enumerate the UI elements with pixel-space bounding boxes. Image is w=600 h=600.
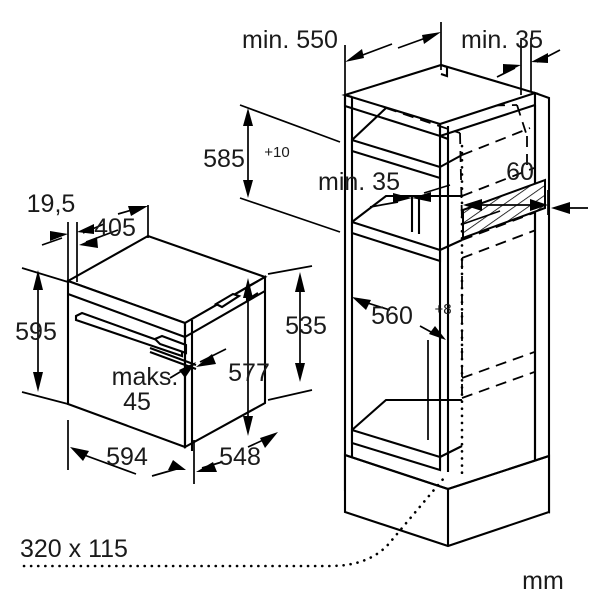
dim-oven-depth-548: 548 [193,432,278,484]
dim-cabinet-sidegap-min35: min. 35 [461,26,561,95]
dim-vent-depth-60: 60 [463,158,588,215]
dim-cabinet-reargap-min35: min. 35 [318,168,451,208]
cabinet-top-left-notch [440,64,449,78]
label-577: 577 [228,359,270,387]
cabinet-right-side-panel [533,91,551,514]
dim-oven-front-offset-195: 19,5 [27,190,105,282]
oven-assembly [65,234,268,451]
label-585-tolerance: +10 [264,144,289,161]
label-560-tolerance: +8 [434,301,451,318]
label-560: 560 [371,302,413,330]
dim-cabinet-niche-width-560: 560 +8 [352,297,452,440]
label-min-35-rear: min. 35 [318,168,400,196]
cabinet-bottom-shelf-front-edge [350,428,442,472]
ventilation-callout: 320 x 115 [20,476,446,568]
cabinet-bottom-shelf-right-diag [439,445,463,458]
cabinet-assembly [341,63,551,548]
cabinet-front-corner-cap [439,135,449,140]
oven-control-panel-lower-edge [67,293,186,338]
cabinet-hidden-edges [385,104,541,400]
label-vent-opening-size: 320 x 115 [20,535,128,563]
label-45: 45 [123,388,151,416]
dim-cabinet-niche-height-585: 585 +10 [203,104,341,233]
dim-cabinet-depth-min550: min. 550 [242,22,442,98]
dim-oven-body-height-577: 577 [228,278,270,436]
cabinet-upper-shelf-left-diag [351,107,387,141]
label-405: 405 [94,214,136,242]
dim-oven-niche-height-535: 535 [267,265,327,401]
label-min-35-top: min. 35 [461,26,543,54]
cabinet-left-panel-top-cap [344,93,353,99]
oven-control-panel-side-edge [184,290,266,338]
dim-oven-width-594: 594 [67,420,186,477]
label-min-550: min. 550 [242,26,338,54]
dim-oven-door-gap-maks45: maks. 45 [112,348,227,416]
label-maks: maks. [112,363,179,391]
unit-label-mm: mm [522,567,564,595]
cabinet-upper-shelf-front-edge [350,138,442,180]
label-535: 535 [285,312,327,340]
label-60: 60 [506,158,534,186]
oven-side-vent-slot [213,292,242,309]
label-548: 548 [219,443,261,471]
label-595: 595 [15,318,57,346]
cabinet-middle-shelf-right-diag [439,239,463,251]
cabinet-bottom-shelf-surface [351,398,462,431]
cabinet-upper-shelf-right-diag [439,154,463,168]
dim-oven-height-595: 595 [15,267,69,405]
label-19-5: 19,5 [27,190,76,218]
cabinet-plinth-top-right [447,455,550,490]
ventilation-block-center-line [462,210,501,225]
dim-oven-top-depth-405: 405 [79,205,149,248]
ventilation-hatched-block [462,178,546,240]
cabinet-middle-shelf-front-edge [350,220,442,263]
oven-door-gap-line [149,347,197,366]
cabinet-middle-shelf-top-surface [351,194,462,223]
label-585: 585 [203,145,245,173]
label-594: 594 [106,443,148,471]
cabinet-plinth-top-left [344,454,449,490]
